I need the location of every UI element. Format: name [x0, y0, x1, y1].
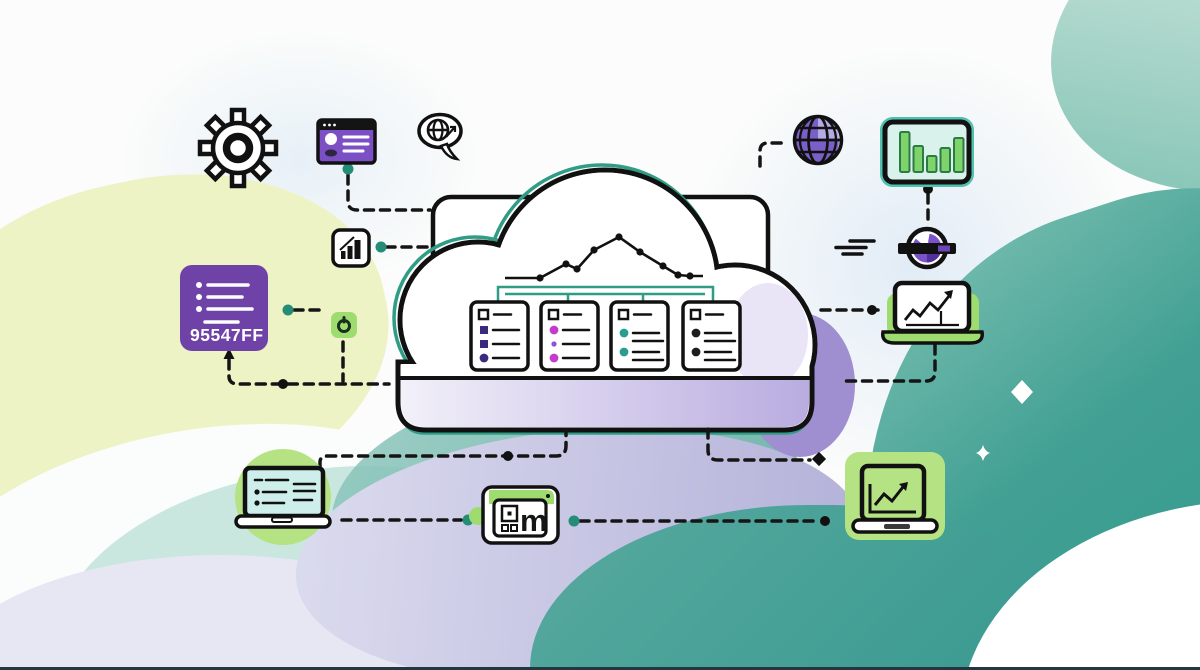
card-checkbox: [689, 308, 702, 321]
card-bullet: [479, 353, 489, 363]
cloud-list-card: [681, 300, 742, 372]
bar-chart-chip-icon: [331, 228, 371, 268]
green-node-dot: [375, 241, 387, 253]
list-laptop-icon: [234, 449, 332, 545]
monitor-bar: [939, 147, 951, 173]
cloud-chart-dot: [636, 248, 644, 256]
server-code-label: 95547FF: [190, 325, 264, 345]
chart-laptop-tile-icon: [845, 452, 945, 540]
connectors: [227, 141, 937, 523]
green-node-dot: [282, 304, 294, 316]
cloud-chart-dot: [562, 260, 570, 268]
monitor-bars: [899, 131, 965, 173]
card-checkbox: [617, 308, 630, 321]
cloud-cards: [469, 300, 742, 372]
globe-icon: [792, 114, 844, 166]
card-bullet: [619, 328, 629, 338]
black-node-dot: [503, 451, 513, 461]
card-checkbox: [477, 308, 490, 321]
cloud-list-card: [609, 300, 670, 372]
cloud-chart-dot: [536, 274, 544, 282]
arrow-endpoint: [223, 348, 235, 359]
connector-endpoints: [223, 163, 933, 527]
security-chip-icon: [331, 312, 357, 338]
cloud-list-card: [539, 300, 600, 372]
trend-laptop-icon: [881, 280, 984, 345]
card-bullet: [691, 347, 701, 357]
gear-icon: [197, 107, 279, 189]
diamond-endpoint: [811, 451, 827, 467]
monitor-bar: [953, 137, 965, 173]
speed-lines-icon: [834, 239, 876, 256]
cloud-chart-dot: [659, 262, 667, 270]
window-letter-label: m: [520, 503, 548, 538]
chat-globe-icon: [417, 112, 463, 161]
black-node-dot: [278, 379, 288, 389]
server-card: 95547FF: [180, 265, 268, 351]
cloud-chart-dot: [674, 271, 682, 279]
qr-window-icon: m: [469, 485, 560, 545]
card-bullet: [549, 353, 559, 363]
card-checkbox: [547, 308, 560, 321]
card-bullet: [691, 328, 701, 338]
bar-chart-monitor-icon: [880, 117, 974, 187]
card-bullet: [551, 341, 557, 347]
green-node-dot: [568, 515, 580, 527]
monitor-bar: [899, 131, 911, 173]
cloud-chart-dot: [686, 272, 694, 280]
black-node-dot: [867, 305, 877, 315]
cloud-list-card: [469, 300, 530, 372]
card-bullet: [480, 326, 488, 334]
cloud-bottom-band: [401, 379, 809, 427]
card-bullet: [619, 347, 629, 357]
monitor-bar: [926, 155, 938, 173]
cloud-chart-dot: [573, 265, 581, 273]
cloud-chart-dot: [615, 233, 623, 241]
card-bullet: [480, 340, 488, 348]
green-node-dot: [342, 163, 354, 175]
bottom-border: [0, 667, 1200, 670]
black-node-dot: [820, 516, 830, 526]
cloud-line-chart: [505, 233, 703, 282]
browser-profile-icon: [316, 118, 377, 165]
card-bullet: [549, 325, 559, 335]
cloud-inner-tint: [728, 283, 808, 387]
sparkle-icon: [976, 380, 1033, 461]
monitor-bar: [912, 145, 924, 173]
gauge-icon: [898, 226, 956, 270]
cloud-chart-dot: [590, 246, 598, 254]
